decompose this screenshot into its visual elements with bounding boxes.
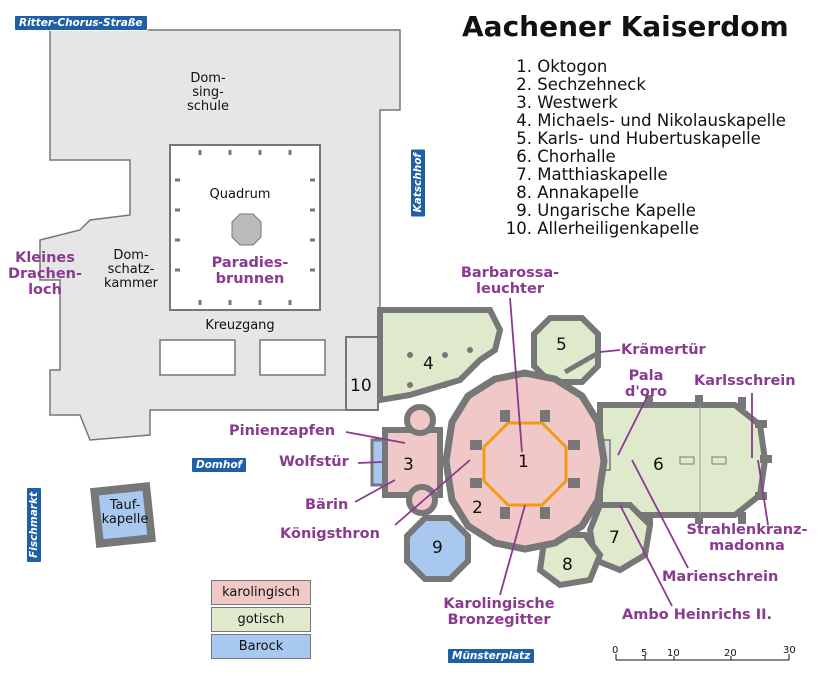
key-karolingisch: karolingisch xyxy=(211,580,311,605)
allerheiligenkapelle xyxy=(345,336,379,411)
street-domhof: Domhof xyxy=(191,457,248,473)
legend-item: 9. Ungarische Kapelle xyxy=(516,201,696,220)
legend-item: 10. Allerheiligenkapelle xyxy=(505,219,700,238)
legend-item: 3. Westwerk xyxy=(516,93,618,112)
label-quadrum: Quadrum xyxy=(209,187,271,202)
legend-item: 6. Chorhalle xyxy=(516,147,616,166)
karlskapelle xyxy=(531,315,601,385)
label-kreuzgang: Kreuzgang xyxy=(205,318,275,333)
scale-bar xyxy=(615,654,790,661)
number-sechzehneck: 2 xyxy=(472,498,483,518)
map-title: Aachener Kaiserdom xyxy=(462,10,789,43)
paradiesbrunnen-fountain xyxy=(231,213,262,246)
legend-item: 8. Annakapelle xyxy=(516,183,639,202)
label-wolfstuer: Wolfstür xyxy=(279,454,349,470)
legend-item: 5. Karls- und Hubertuskapelle xyxy=(516,129,761,148)
label-strahlenkranzmadonna: Strahlenkranz-madonna xyxy=(686,522,808,554)
kreuzgang-box-right xyxy=(259,339,326,376)
scale-label: 0 xyxy=(612,645,619,656)
label-marienschrein: Marienschrein xyxy=(662,569,779,585)
legend-item: 2. Sechzehneck xyxy=(516,75,646,94)
number-allerheiligenkapelle: 10 xyxy=(350,376,372,396)
street-fischmarkt: Fischmarkt xyxy=(26,487,42,563)
label-barbarossaleuchter: Barbarossa-leuchter xyxy=(460,265,560,297)
label-koenigsthron: Königsthron xyxy=(280,526,380,542)
label-taufkapelle: Tauf-kapelle xyxy=(101,498,149,527)
label-pinienzapfen: Pinienzapfen xyxy=(229,423,336,439)
street-ritter-chorus: Ritter-Chorus-Straße xyxy=(14,15,148,31)
building-legend: 1. Oktogon 2. Sechzehneck 3. Westwerk 4.… xyxy=(498,58,786,238)
annakapelle xyxy=(536,532,604,589)
key-barock: Barock xyxy=(211,634,311,659)
label-domsingschule: Dom-sing-schule xyxy=(186,71,229,114)
scale-label: 5 xyxy=(641,648,648,659)
ungarische-kapelle xyxy=(404,515,471,582)
street-katschhof: Katschhof xyxy=(410,148,426,218)
kreuzgang-box-left xyxy=(159,339,236,376)
number-michaelskapelle: 4 xyxy=(423,354,434,374)
label-kraemertuer: Krämertür xyxy=(621,342,706,358)
label-ambo: Ambo Heinrichs II. xyxy=(622,607,772,623)
taufkapelle-inner xyxy=(98,490,148,540)
scale-label: 30 xyxy=(783,645,796,656)
scale-label: 20 xyxy=(724,648,737,659)
number-ungarische-kapelle: 9 xyxy=(432,538,443,558)
chorhalle xyxy=(597,402,769,518)
legend-item: 7. Matthiaskapelle xyxy=(516,165,668,184)
number-karlskapelle: 5 xyxy=(556,335,567,355)
matthiaskapelle xyxy=(586,502,654,574)
number-westwerk: 3 xyxy=(403,455,414,475)
key-gotisch: gotisch xyxy=(211,607,311,632)
label-karlsschrein: Karlsschrein xyxy=(694,373,796,389)
number-annakapelle: 8 xyxy=(562,555,573,575)
label-domschatzkammer: Dom-schatz-kammer xyxy=(104,248,158,291)
legend-item: 4. Michaels- und Nikolauskapelle xyxy=(516,111,786,130)
legend-item: 1. Oktogon xyxy=(516,57,608,76)
label-baerin: Bärin xyxy=(305,497,349,513)
oktogon xyxy=(482,421,568,507)
number-oktogon: 1 xyxy=(518,452,529,472)
michaelskapelle xyxy=(377,307,504,404)
street-muensterplatz: Münsterplatz xyxy=(447,648,536,664)
scale-label: 10 xyxy=(667,648,680,659)
label-paradiesbrunnen: Paradies-brunnen xyxy=(211,255,289,287)
number-matthiaskapelle: 7 xyxy=(609,528,620,548)
number-chorhalle: 6 xyxy=(653,455,664,475)
